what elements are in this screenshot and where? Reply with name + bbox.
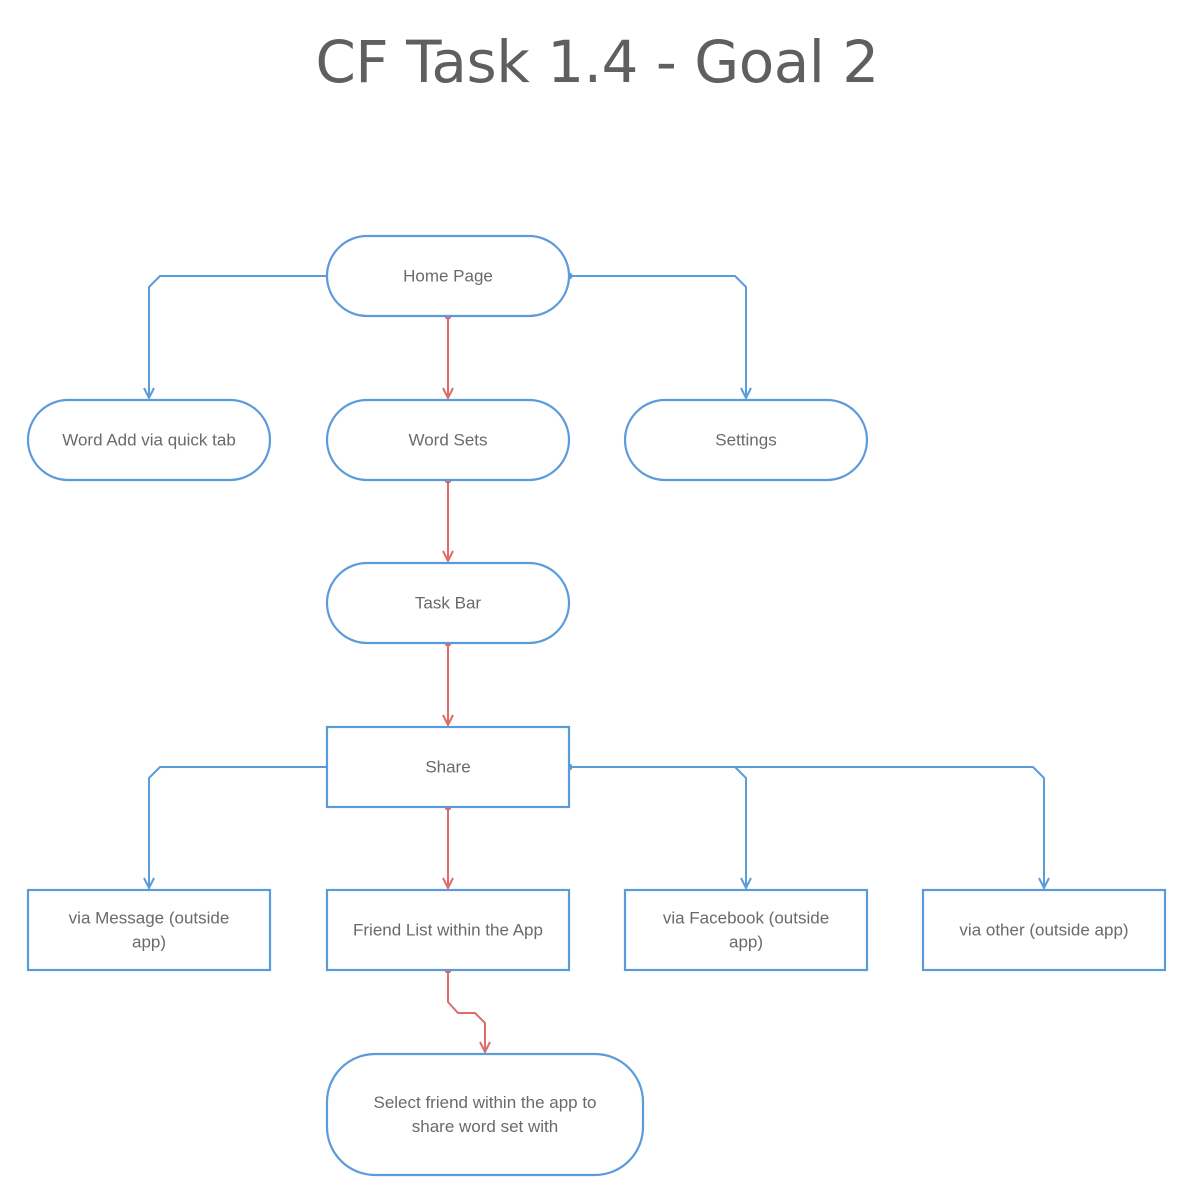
node-label: app) [132, 933, 166, 952]
node-label: Settings [715, 431, 776, 450]
node-via-other: via other (outside app) [921, 888, 1167, 972]
node-label: share word set with [412, 1117, 558, 1136]
node-label: via other (outside app) [959, 921, 1128, 940]
node-select-friend: Select friend within the app to share wor… [325, 1052, 645, 1177]
node-label: Select friend within the app to [373, 1093, 596, 1112]
connector-home-to-settings [569, 275, 746, 398]
process-box [921, 888, 1167, 972]
node-label: Home Page [403, 267, 493, 286]
node-via-facebook: via Facebook (outside app) [623, 888, 869, 972]
node-label: Share [425, 758, 470, 777]
node-friend-list: Friend List within the App [325, 888, 571, 972]
process-box [325, 888, 571, 972]
node-label: via Facebook (outside [663, 909, 829, 928]
terminator-box [325, 561, 571, 645]
node-label: via Message (outside [69, 909, 230, 928]
node-settings: Settings [623, 398, 869, 482]
node-share: Share [325, 725, 571, 809]
node-word-add: Word Add via quick tab [26, 398, 272, 482]
node-via-message: via Message (outside app) [26, 888, 272, 972]
terminator-box [325, 1052, 645, 1177]
process-box [26, 888, 272, 972]
connector-home-to-word-add [149, 275, 329, 398]
connector-share-to-via-facebook [569, 766, 746, 888]
terminator-box [26, 398, 272, 482]
terminator-box [325, 398, 571, 482]
process-box [325, 725, 571, 809]
node-label: Word Sets [408, 431, 487, 450]
connector-friend-list-to-select-friend [447, 970, 485, 1052]
node-label: Task Bar [415, 594, 481, 613]
node-task-bar: Task Bar [325, 561, 571, 645]
node-label: app) [729, 933, 763, 952]
connector-share-to-via-other [569, 766, 1044, 888]
connector-share-to-via-message [149, 766, 329, 888]
node-word-sets: Word Sets [325, 398, 571, 482]
node-home: Home Page [325, 234, 571, 318]
terminator-box [325, 234, 571, 318]
process-box [623, 888, 869, 972]
page-title: CF Task 1.4 - Goal 2 [315, 28, 879, 96]
node-label: Friend List within the App [353, 921, 543, 940]
node-label: Word Add via quick tab [62, 431, 236, 450]
terminator-box [623, 398, 869, 482]
